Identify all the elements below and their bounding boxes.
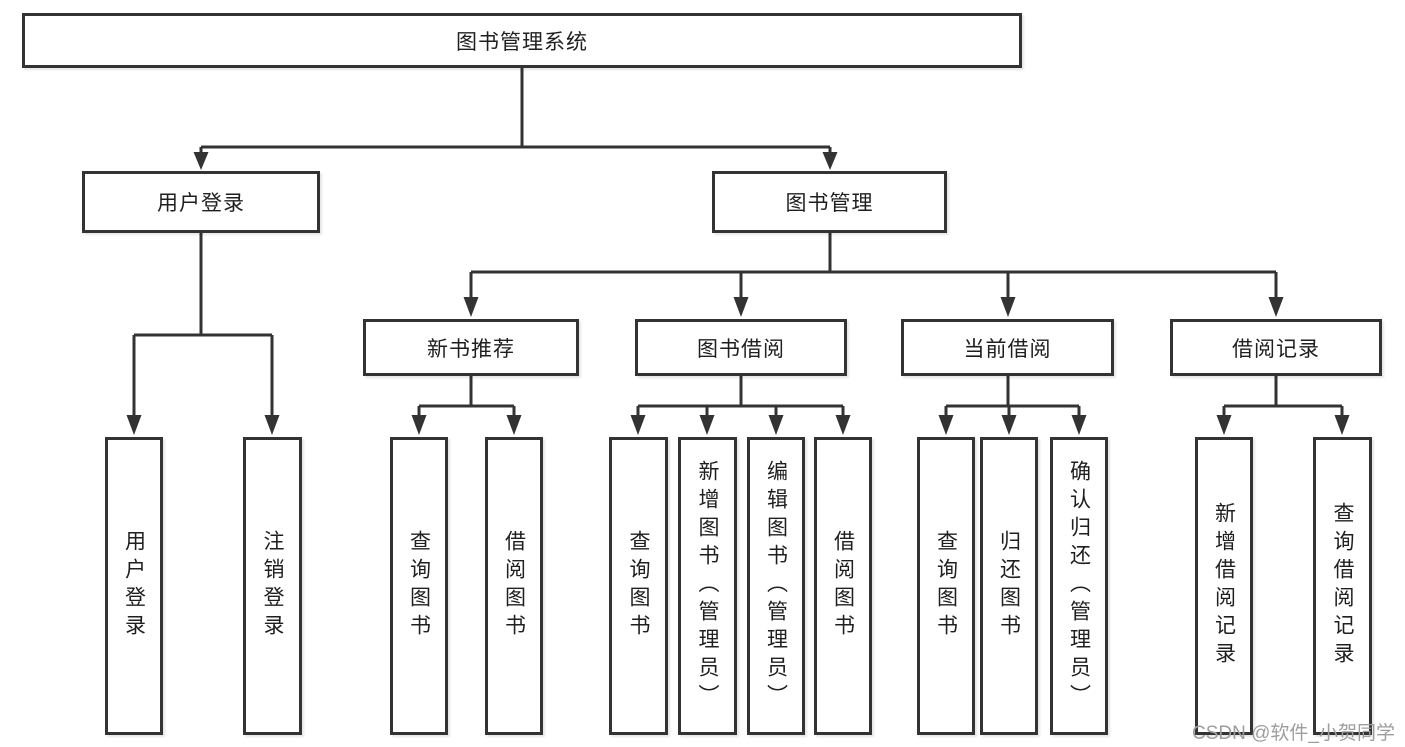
leaf-borrow-books-recommend-label: 借阅图书	[502, 530, 526, 642]
leaf-borrow-books: 借阅图书	[814, 437, 872, 735]
node-user-login: 用户登录	[82, 171, 320, 233]
leaf-query-borrow-record-label: 查询借阅记录	[1331, 502, 1354, 670]
leaf-logout: 注销登录	[243, 437, 302, 735]
leaf-add-borrow-record: 新增借阅记录	[1195, 437, 1253, 735]
leaf-query-books-recommend-label: 查询图书	[407, 530, 431, 642]
node-current-borrow: 当前借阅	[901, 319, 1114, 376]
node-borrow-records-label: 借阅记录	[1232, 337, 1320, 361]
watermark-text: CSDN @软件_小贺同学	[1192, 723, 1395, 744]
leaf-return-book: 归还图书	[980, 437, 1038, 735]
node-current-borrow-label: 当前借阅	[963, 337, 1052, 361]
node-book-management: 图书管理	[712, 171, 947, 233]
leaf-add-book-admin: 新增图书（管理员）	[678, 437, 737, 735]
leaf-add-book-admin-label: 新增图书（管理员）	[696, 460, 719, 712]
leaf-query-borrow-record: 查询借阅记录	[1313, 437, 1372, 735]
node-borrow-records: 借阅记录	[1170, 319, 1382, 376]
node-user-login-label: 用户登录	[157, 192, 245, 215]
leaf-query-books-borrow-label: 查询图书	[627, 530, 650, 642]
arrowheads	[126, 152, 1350, 435]
leaf-user-login: 用户登录	[105, 437, 163, 735]
leaf-edit-book-admin-label: 编辑图书（管理员）	[764, 460, 788, 712]
leaf-return-book-label: 归还图书	[997, 530, 1021, 642]
node-new-book-recommend: 新书推荐	[363, 319, 579, 376]
leaf-query-books-recommend: 查询图书	[390, 437, 448, 735]
node-book-borrow: 图书借阅	[635, 319, 847, 376]
node-book-borrow-label: 图书借阅	[697, 337, 785, 361]
leaf-query-books-borrow: 查询图书	[609, 437, 668, 735]
leaf-user-login-label: 用户登录	[122, 530, 146, 642]
leaf-logout-label: 注销登录	[261, 530, 284, 642]
leaf-edit-book-admin: 编辑图书（管理员）	[747, 437, 805, 735]
node-book-management-label: 图书管理	[785, 192, 874, 215]
leaf-borrow-books-recommend: 借阅图书	[485, 437, 543, 735]
node-root-label: 图书管理系统	[456, 30, 588, 54]
leaf-query-books-current-label: 查询图书	[934, 530, 958, 642]
leaf-query-books-current: 查询图书	[917, 437, 975, 735]
node-root: 图书管理系统	[22, 13, 1022, 68]
leaf-confirm-return-admin-label: 确认归还（管理员）	[1067, 460, 1091, 712]
leaf-borrow-books-label: 借阅图书	[831, 530, 855, 642]
leaf-add-borrow-record-label: 新增借阅记录	[1212, 502, 1236, 670]
leaf-confirm-return-admin: 确认归还（管理员）	[1050, 437, 1108, 735]
node-new-book-recommend-label: 新书推荐	[427, 337, 515, 361]
